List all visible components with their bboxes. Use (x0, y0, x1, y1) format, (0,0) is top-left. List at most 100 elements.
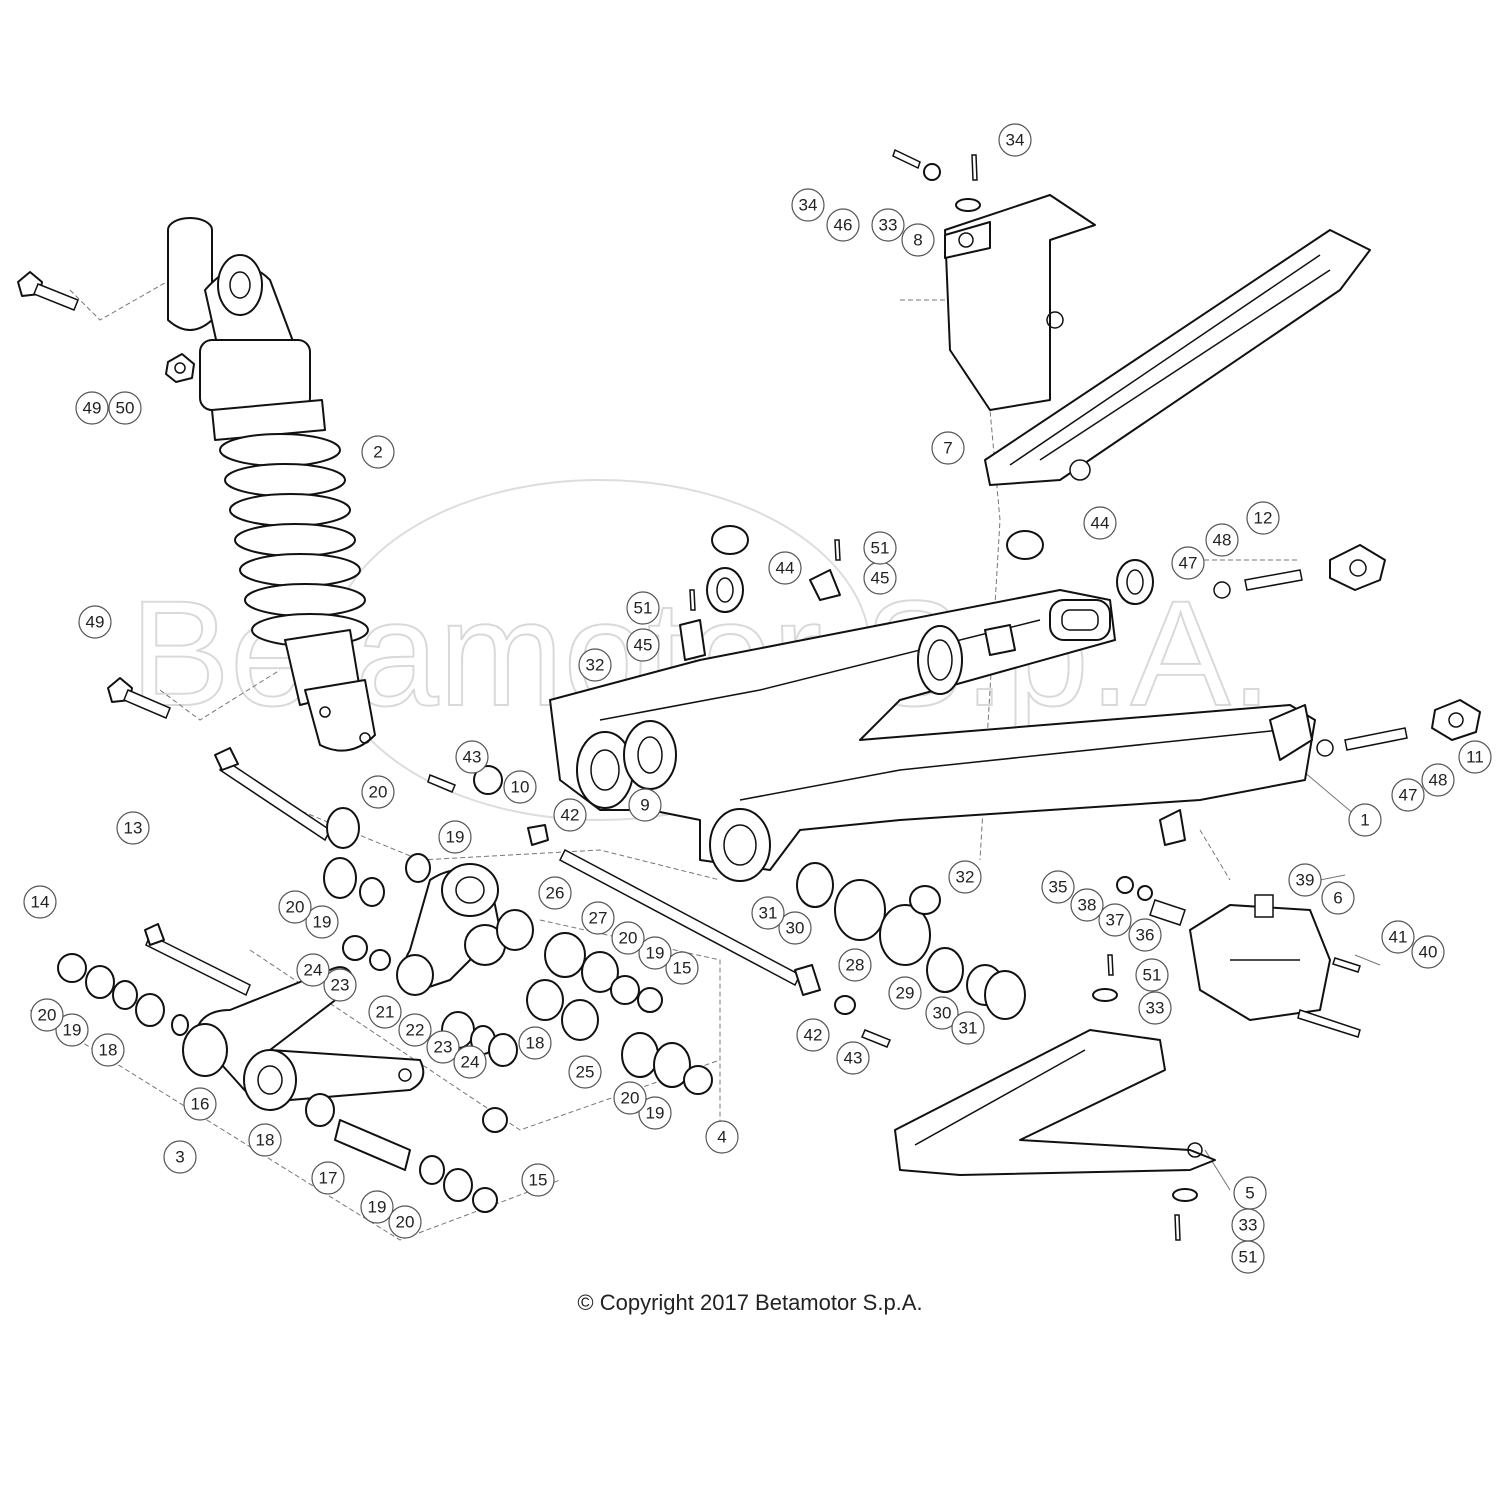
callout-42a: 42 (553, 798, 587, 832)
callout-24b: 24 (453, 1045, 487, 1079)
callout-50: 50 (108, 391, 142, 425)
callout-42b: 42 (796, 1018, 830, 1052)
callout-10: 10 (503, 770, 537, 804)
callout-5: 5 (1233, 1176, 1267, 1210)
callout-20c: 20 (30, 998, 64, 1032)
svg-text:42: 42 (561, 806, 580, 825)
callout-51c: 51 (1135, 958, 1169, 992)
svg-text:20: 20 (286, 898, 305, 917)
svg-text:46: 46 (834, 216, 853, 235)
svg-text:22: 22 (406, 1021, 425, 1040)
svg-text:30: 30 (786, 919, 805, 938)
callout-31a: 31 (751, 896, 785, 930)
callout-24a: 24 (296, 953, 330, 987)
svg-text:43: 43 (463, 748, 482, 767)
svg-text:34: 34 (799, 196, 818, 215)
svg-text:20: 20 (619, 929, 638, 948)
svg-text:19: 19 (446, 828, 465, 847)
callout-19b: 19 (305, 905, 339, 939)
callout-9: 9 (628, 788, 662, 822)
callout-2: 2 (361, 435, 395, 469)
callout-45b: 45 (626, 628, 660, 662)
svg-text:14: 14 (31, 893, 50, 912)
callout-32b: 32 (948, 860, 982, 894)
callout-18b: 18 (248, 1123, 282, 1157)
callout-47b: 47 (1391, 778, 1425, 812)
svg-text:15: 15 (673, 959, 692, 978)
svg-text:29: 29 (896, 984, 915, 1003)
svg-text:19: 19 (313, 913, 332, 932)
svg-text:33: 33 (1146, 999, 1165, 1018)
svg-text:23: 23 (434, 1038, 453, 1057)
callout-19a: 19 (438, 820, 472, 854)
pivot-bushings (796, 862, 1026, 1020)
svg-text:26: 26 (546, 884, 565, 903)
callout-15a: 15 (665, 951, 699, 985)
svg-text:51: 51 (634, 599, 653, 618)
callout-19f: 19 (360, 1190, 394, 1224)
chain-slider-upper (984, 229, 1371, 486)
svg-text:48: 48 (1429, 771, 1448, 790)
svg-text:15: 15 (529, 1171, 548, 1190)
svg-text:20: 20 (621, 1089, 640, 1108)
svg-text:39: 39 (1296, 871, 1315, 890)
swingarm-caps (679, 525, 1154, 661)
callout-13: 13 (116, 811, 150, 845)
svg-text:7: 7 (943, 439, 952, 458)
svg-text:30: 30 (933, 1004, 952, 1023)
callout-35: 35 (1041, 870, 1075, 904)
callout-18c: 18 (518, 1026, 552, 1060)
callout-51d: 51 (1231, 1240, 1265, 1274)
svg-text:31: 31 (759, 904, 778, 923)
svg-text:36: 36 (1136, 926, 1155, 945)
svg-text:8: 8 (913, 231, 922, 250)
callout-47a: 47 (1171, 546, 1205, 580)
svg-text:16: 16 (191, 1095, 210, 1114)
svg-text:11: 11 (1466, 748, 1484, 767)
chain-adjusters (1213, 544, 1481, 757)
callout-41: 41 (1381, 920, 1415, 954)
callout-43b: 43 (836, 1041, 870, 1075)
callout-34b: 34 (998, 123, 1032, 157)
callout-46: 46 (826, 208, 860, 242)
svg-text:21: 21 (376, 1003, 395, 1022)
callout-20f: 20 (388, 1205, 422, 1239)
svg-text:5: 5 (1245, 1184, 1254, 1203)
callout-51a: 51 (863, 531, 897, 565)
shock-absorber (167, 217, 376, 752)
callout-39: 39 (1288, 863, 1322, 897)
callout-19e: 19 (638, 1096, 672, 1130)
svg-text:42: 42 (804, 1026, 823, 1045)
svg-text:19: 19 (63, 1021, 82, 1040)
callout-49b: 49 (78, 605, 112, 639)
callout-3: 3 (163, 1140, 197, 1174)
svg-text:43: 43 (844, 1049, 863, 1068)
svg-text:20: 20 (38, 1006, 57, 1025)
callout-34a: 34 (791, 188, 825, 222)
callout-29: 29 (888, 976, 922, 1010)
svg-text:6: 6 (1333, 889, 1342, 908)
callout-30a: 30 (778, 911, 812, 945)
shock-bolts (17, 271, 195, 719)
svg-text:44: 44 (1091, 514, 1110, 533)
callout-20b: 20 (278, 890, 312, 924)
svg-text:13: 13 (124, 819, 143, 838)
swingarm-pivot-axle (559, 848, 821, 996)
callout-49a: 49 (75, 391, 109, 425)
svg-text:1: 1 (1360, 811, 1369, 830)
chain-slider-lower (894, 1029, 1216, 1176)
svg-text:3: 3 (175, 1148, 184, 1167)
callout-44b: 44 (1083, 506, 1117, 540)
svg-text:4: 4 (717, 1128, 726, 1147)
callout-8: 8 (901, 223, 935, 257)
svg-text:28: 28 (846, 956, 865, 975)
callout-40: 40 (1411, 935, 1445, 969)
svg-text:34: 34 (1006, 131, 1025, 150)
svg-text:23: 23 (331, 976, 350, 995)
callout-26: 26 (538, 876, 572, 910)
svg-text:47: 47 (1179, 554, 1198, 573)
callout-37: 37 (1098, 903, 1132, 937)
svg-text:18: 18 (526, 1034, 545, 1053)
callout-17: 17 (311, 1161, 345, 1195)
